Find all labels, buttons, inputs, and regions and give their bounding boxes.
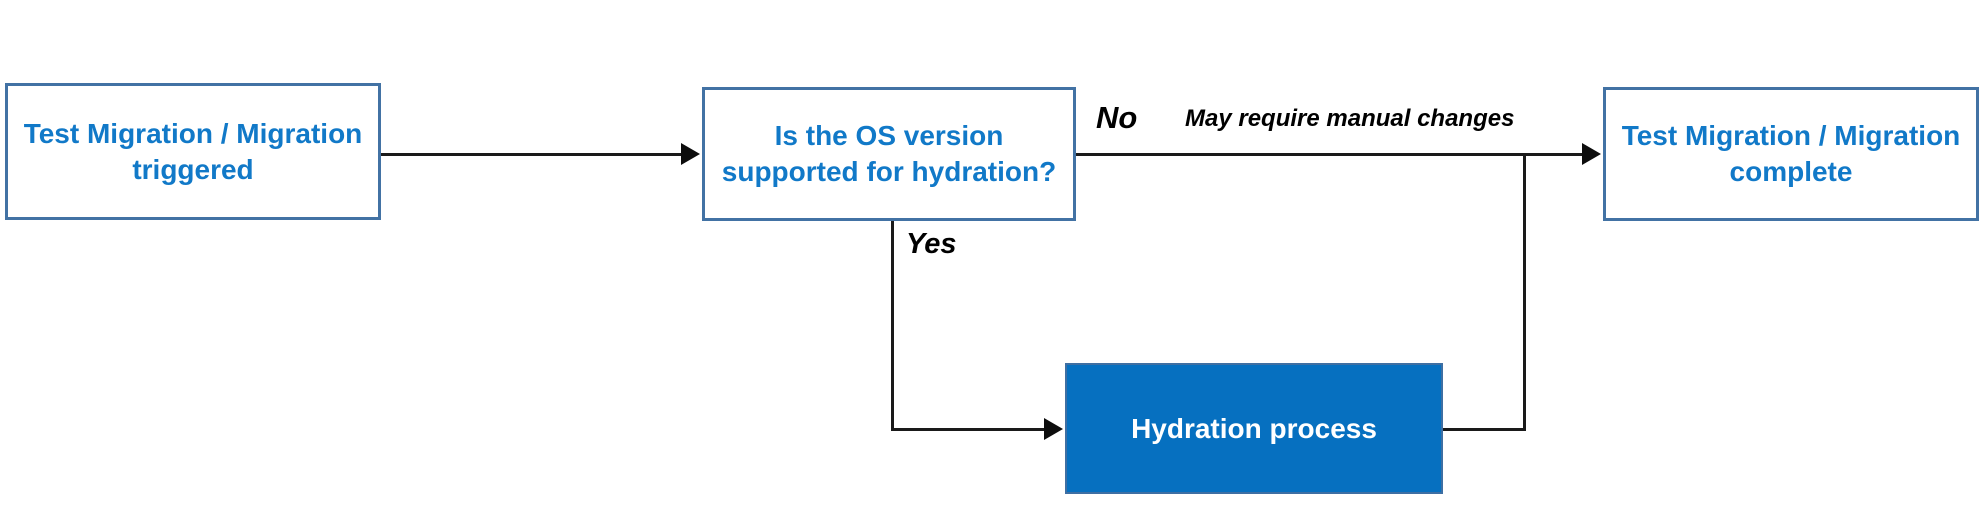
node-hydration-process[interactable]: Hydration process bbox=[1065, 363, 1443, 494]
node-label: Test Migration / Migration triggered bbox=[23, 117, 363, 185]
connector-start-to-decision bbox=[381, 153, 683, 156]
arrowhead-into-complete bbox=[1582, 143, 1601, 165]
node-os-version-supported-decision[interactable]: Is the OS version supported for hydratio… bbox=[702, 87, 1076, 221]
connector-no-branch bbox=[1076, 153, 1582, 156]
edge-label-yes: Yes bbox=[906, 228, 957, 260]
node-label: Test Migration / Migration complete bbox=[1621, 120, 1961, 187]
node-migration-complete[interactable]: Test Migration / Migration complete bbox=[1603, 87, 1979, 221]
connector-yes-branch-horizontal bbox=[891, 428, 1044, 431]
node-label: Is the OS version supported for hydratio… bbox=[721, 120, 1057, 187]
connector-hydration-out-horizontal bbox=[1443, 428, 1526, 431]
arrowhead-into-hydration bbox=[1044, 418, 1063, 440]
connector-yes-branch-vertical bbox=[891, 221, 894, 430]
node-test-migration-triggered[interactable]: Test Migration / Migration triggered bbox=[5, 83, 381, 220]
connector-hydration-out-vertical bbox=[1523, 153, 1526, 431]
edge-note-manual-changes: May require manual changes bbox=[1185, 105, 1515, 132]
arrowhead-into-decision bbox=[681, 143, 700, 165]
node-label: Hydration process bbox=[1131, 412, 1377, 444]
edge-label-no: No bbox=[1096, 100, 1138, 135]
